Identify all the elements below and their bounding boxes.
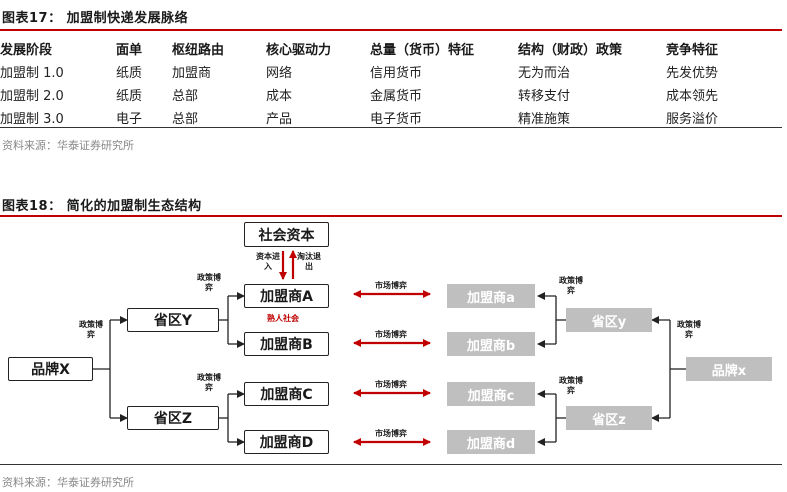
table-cell: 加盟制 2.0 — [0, 89, 64, 104]
header-cell: 面单 — [116, 42, 143, 58]
table-cell: 加盟商 — [172, 66, 212, 81]
table-cell: 信用货币 — [370, 66, 423, 81]
header-cell: 竞争特征 — [666, 42, 719, 58]
table1-source: 资料来源：华泰证券研究所 — [2, 139, 134, 152]
table-cell: 总部 — [172, 89, 199, 104]
table1-bottom-rule — [0, 127, 782, 128]
figure2-top-rule — [0, 215, 782, 217]
figure2-bottom-rule — [0, 464, 782, 465]
table1-caption: 图表17： 加盟制快递发展脉络 — [2, 11, 189, 26]
table-cell: 电子货币 — [370, 112, 423, 127]
table-cell: 精准施策 — [518, 112, 571, 127]
table-cell: 服务溢价 — [666, 112, 719, 127]
table-cell: 加盟制 1.0 — [0, 66, 64, 81]
figure2-caption: 图表18： 简化的加盟制生态结构 — [2, 199, 202, 214]
market-game-label: 市场博弈 — [375, 429, 407, 438]
province-y-left-box: 省区Y — [127, 308, 219, 332]
province-z-right-box: 省区z — [566, 406, 652, 430]
franchisee-d-right-box: 加盟商d — [447, 430, 535, 454]
table-cell: 金属货币 — [370, 89, 423, 104]
franchisee-a-right-box: 加盟商a — [447, 284, 535, 308]
brand-x-right-box: 品牌x — [686, 357, 772, 381]
franchisee-d-box: 加盟商D — [244, 430, 329, 454]
table-row: 加盟制 2.0 纸质 总部 成本 金属货币 转移支付 成本领先 — [0, 83, 782, 106]
table-cell: 纸质 — [116, 89, 143, 104]
market-game-label: 市场博弈 — [375, 281, 407, 290]
table1-top-rule — [0, 29, 782, 31]
franchisee-c-right-box: 加盟商c — [447, 382, 535, 406]
header-cell: 结构（财政）政策 — [518, 42, 623, 58]
franchisee-c-box: 加盟商C — [244, 382, 329, 406]
table-cell: 成本领先 — [666, 89, 719, 104]
table-cell: 网络 — [266, 66, 293, 81]
table-cell: 先发优势 — [666, 66, 719, 81]
table-cell: 总部 — [172, 112, 199, 127]
policy-game-label: 政策博弈 — [677, 320, 701, 339]
acquaintance-label: 熟人社会 — [267, 314, 299, 323]
market-game-label: 市场博弈 — [375, 380, 407, 389]
table-row: 加盟制 1.0 纸质 加盟商 网络 信用货币 无为而治 先发优势 — [0, 60, 782, 83]
table-cell: 产品 — [266, 112, 293, 127]
capital-in-label: 资本进入 — [256, 252, 280, 271]
social-capital-box: 社会资本 — [244, 222, 329, 247]
policy-game-label: 政策博弈 — [79, 320, 103, 339]
province-z-left-box: 省区Z — [127, 406, 219, 430]
header-cell: 发展阶段 — [0, 42, 53, 58]
header-cell: 核心驱动力 — [266, 42, 332, 58]
table-header-row: 发展阶段 面单 枢纽路由 核心驱动力 总量（货币）特征 结构（财政）政策 竞争特… — [0, 36, 782, 60]
franchisee-a-box: 加盟商A — [244, 284, 329, 308]
eliminate-out-label: 淘汰退出 — [297, 252, 321, 271]
table-cell: 成本 — [266, 89, 293, 104]
table-row: 加盟制 3.0 电子 总部 产品 电子货币 精准施策 服务溢价 — [0, 106, 782, 129]
header-cell: 总量（货币）特征 — [370, 42, 475, 58]
header-cell: 枢纽路由 — [172, 42, 225, 58]
policy-game-label: 政策博弈 — [197, 273, 221, 292]
policy-game-label: 政策博弈 — [559, 276, 583, 295]
table-cell: 电子 — [116, 112, 143, 127]
table-cell: 转移支付 — [518, 89, 571, 104]
table-cell: 纸质 — [116, 66, 143, 81]
policy-game-label: 政策博弈 — [197, 373, 221, 392]
policy-game-label: 政策博弈 — [559, 376, 583, 395]
franchisee-b-box: 加盟商B — [244, 332, 329, 356]
table-cell: 加盟制 3.0 — [0, 112, 64, 127]
franchisee-b-right-box: 加盟商b — [447, 332, 535, 356]
province-y-right-box: 省区y — [566, 308, 652, 332]
figure2-source: 资料来源：华泰证券研究所 — [2, 476, 134, 489]
market-game-label: 市场博弈 — [375, 330, 407, 339]
brand-x-left-box: 品牌X — [8, 357, 93, 381]
table-cell: 无为而治 — [518, 66, 571, 81]
development-table: 发展阶段 面单 枢纽路由 核心驱动力 总量（货币）特征 结构（财政）政策 竞争特… — [0, 36, 782, 129]
